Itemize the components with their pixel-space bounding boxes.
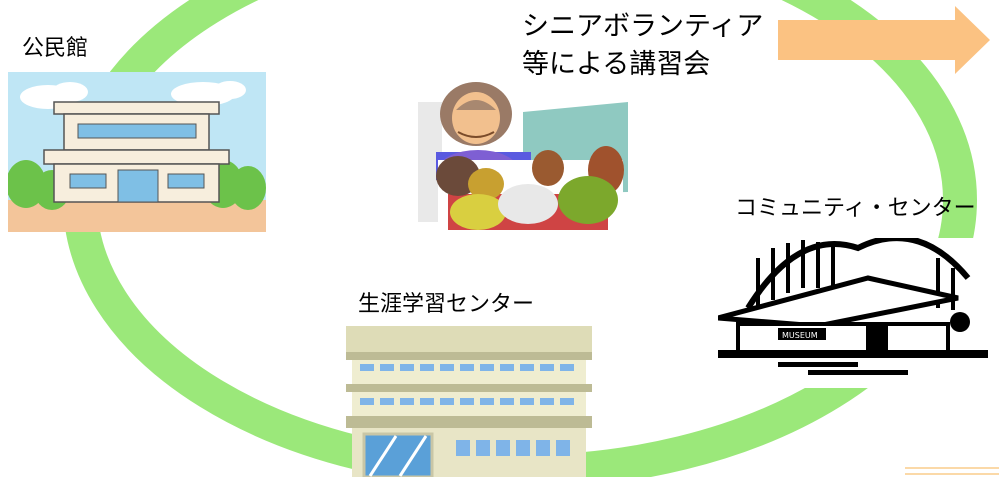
flow-arrow-icon	[778, 6, 990, 74]
senior-volunteer-label-line2: 等による講習会	[522, 49, 711, 80]
kominkan-illustration	[8, 72, 266, 232]
lifelong-center-label: 生涯学習センター	[358, 292, 535, 317]
museum-sign: MUSEUM	[782, 331, 818, 340]
senior-lecture-classroom-icon	[418, 72, 628, 232]
kominkan-label: 公民館	[22, 36, 89, 61]
corner-decoration	[905, 467, 999, 475]
office-building-icon	[346, 326, 592, 477]
community-center-label: コミュニティ・センター	[735, 196, 976, 221]
modern-museum-building-icon: MUSEUM	[718, 238, 998, 388]
community-hall-building-icon	[8, 72, 266, 232]
senior-volunteer-label: シニアボランティア 等による講習会	[522, 8, 763, 84]
seminar-illustration	[418, 72, 628, 232]
community-center-illustration: MUSEUM	[718, 238, 998, 388]
senior-volunteer-label-line1: シニアボランティア	[522, 11, 764, 42]
lifelong-center-illustration	[346, 326, 592, 477]
